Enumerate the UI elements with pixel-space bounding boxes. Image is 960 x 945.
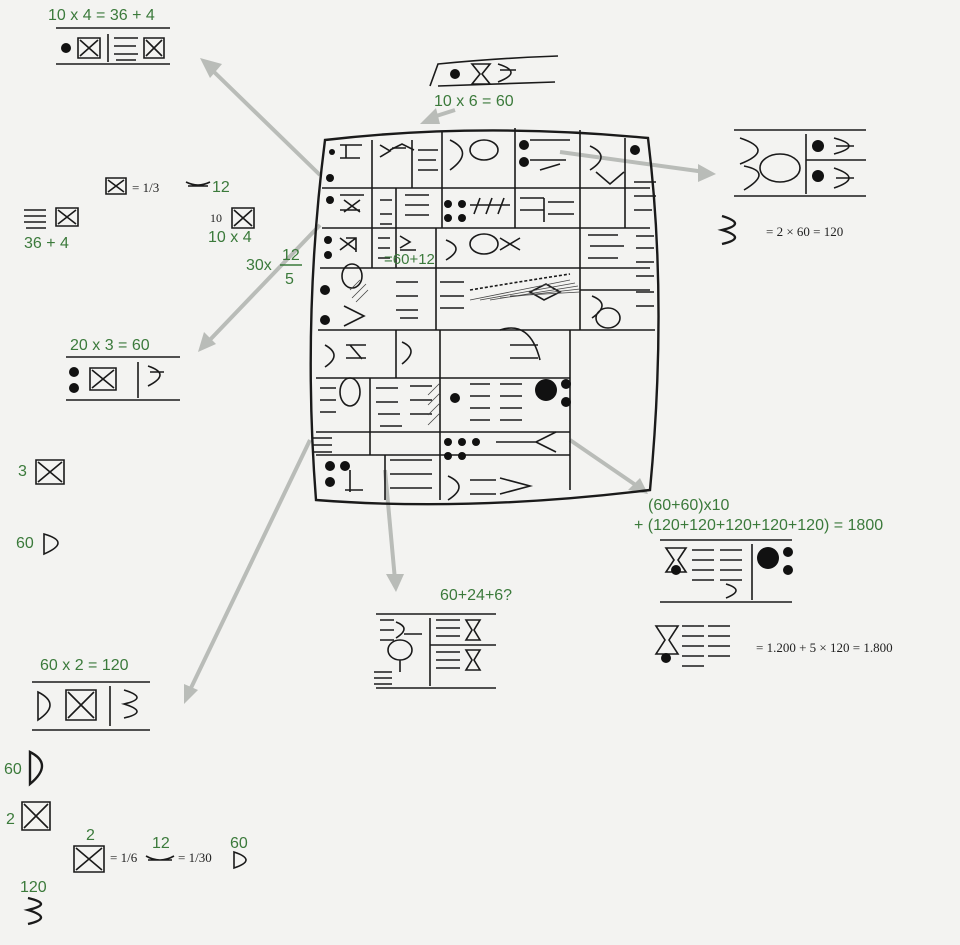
sign-two: 2 (6, 801, 51, 831)
panel-120: = 2 × 60 = 120 (717, 129, 866, 246)
clay-tablet (309, 128, 660, 506)
sixth-sixty: 60 (230, 835, 248, 852)
sixth-prefix: = 1/6 (110, 850, 138, 865)
sixth-two: 2 (86, 827, 95, 844)
panel-10x4: 10 x 4 = 36 + 4 (48, 7, 170, 65)
eq-1800-serif: = 1.200 + 5 × 120 = 1.800 (756, 640, 893, 655)
thirty-times: 30x (246, 257, 272, 274)
fraction-label: 30x 12 5 =60+12 (246, 247, 435, 288)
label-60: 60 (16, 535, 34, 552)
panel-1800: (60+60)x10 + (120+120+120+120+120) = 180… (634, 497, 893, 667)
label-2: 2 (6, 811, 15, 828)
sign-sixty-b: 60 (4, 750, 44, 787)
panel-20x3: 20 x 3 = 60 (66, 337, 180, 401)
eq-60x2: 60 x 2 = 120 (40, 657, 129, 674)
panel-60x2: 60 x 2 = 120 (32, 657, 150, 731)
eq-10x4: 10 x 4 = 36 + 4 (48, 7, 155, 24)
eq-36plus4: 36 + 4 (24, 235, 69, 252)
sixty-plus-twelve: =60+12 (384, 251, 435, 268)
hatched-band (349, 279, 581, 426)
sign-one-twenty: 120 (20, 879, 47, 926)
eq-20x3: 20 x 3 = 60 (70, 337, 150, 354)
panel-10x6: 10 x 6 = 60 (429, 55, 559, 110)
tablet-dots (320, 140, 640, 487)
eq-10x4-small: 10 x 4 (208, 229, 252, 246)
eq-60plus24: 60+24+6? (440, 587, 512, 604)
third-prefix: = 1/3 (132, 180, 159, 195)
sign-three: 3 (18, 459, 65, 485)
eq-1800-line1: (60+60)x10 (648, 497, 729, 514)
label-60-b: 60 (4, 761, 22, 778)
label-10: 10 (210, 211, 222, 225)
explanation-arrows (184, 58, 716, 704)
label-3: 3 (18, 463, 27, 480)
sixth-eq: 2 = 1/6 12 = 1/30 60 (73, 827, 248, 873)
eq-10x6: 10 x 6 = 60 (434, 93, 514, 110)
panel-36plus4: 36 + 4 10 10 x 4 (24, 207, 255, 252)
eq-2x60: = 2 × 60 = 120 (766, 224, 843, 239)
sixth-twelve: 12 (152, 835, 170, 852)
eq-1800-line2: + (120+120+120+120+120) = 1800 (634, 517, 883, 534)
panel-60plus24: 60+24+6? (374, 587, 512, 689)
label-120: 120 (20, 879, 47, 896)
fraction-denominator: 5 (285, 271, 294, 288)
thirtieth-prefix: = 1/30 (178, 850, 212, 865)
fraction-numerator: 12 (282, 247, 300, 264)
sign-sixty: 60 (16, 532, 59, 556)
third-value: 12 (212, 179, 230, 196)
third-eq: = 1/3 12 (105, 177, 230, 196)
tablet-signs (312, 139, 656, 501)
